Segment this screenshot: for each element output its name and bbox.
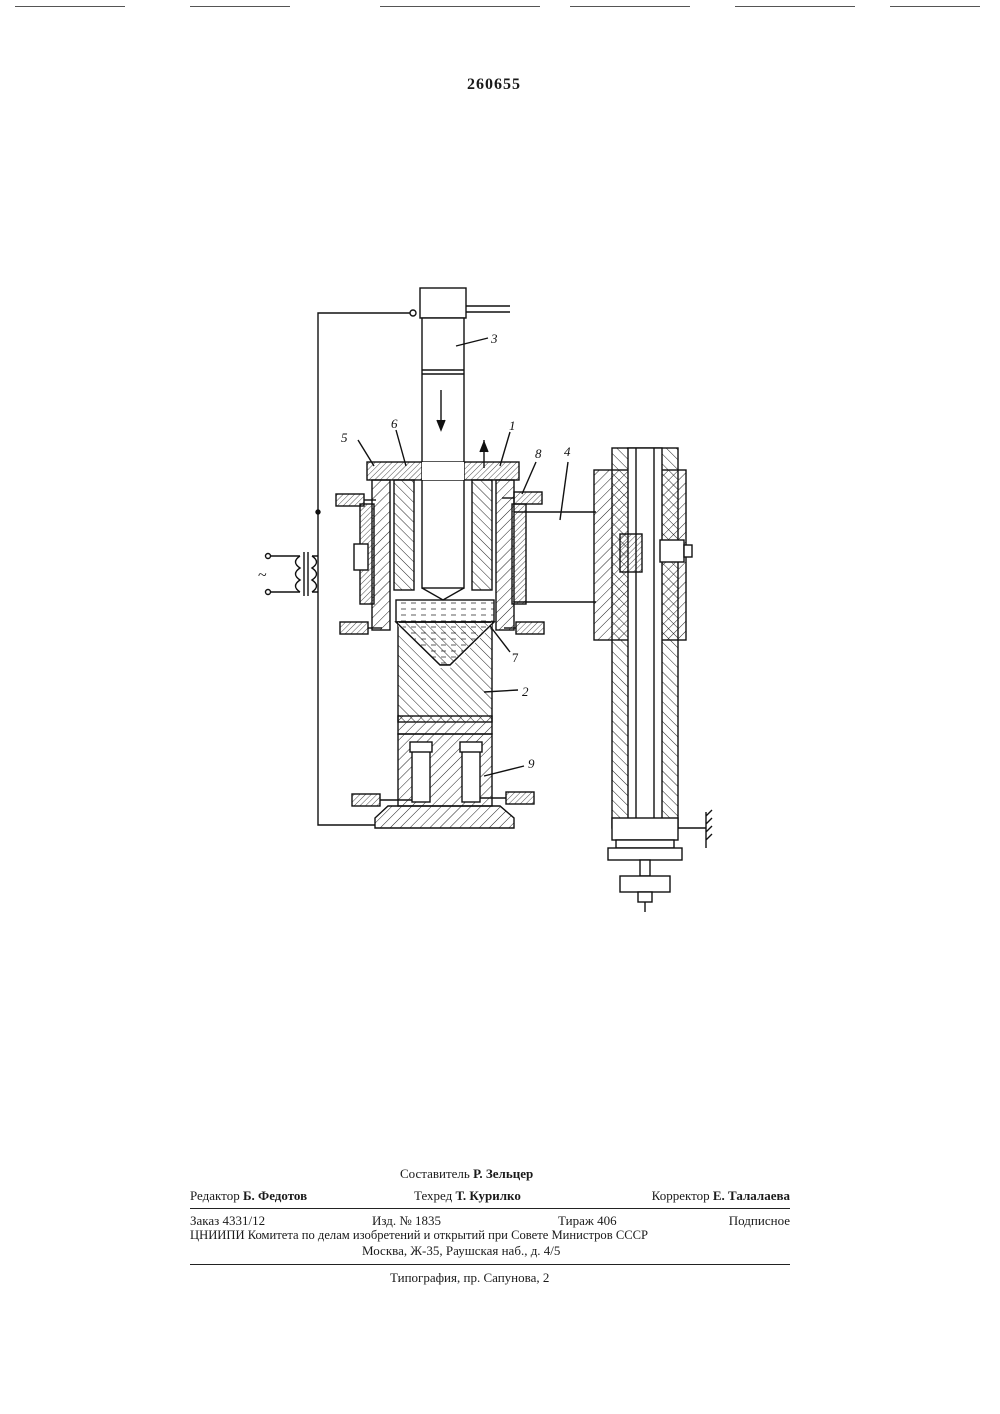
compiler-line: Составитель Р. Зельцер <box>190 1166 790 1182</box>
address: Москва, Ж-35, Раушская наб., д. 4/5 <box>362 1243 560 1259</box>
order-number: Заказ 4331/12 <box>190 1213 265 1229</box>
printer: Типография, пр. Сапунова, 2 <box>390 1270 549 1286</box>
colophon-rule <box>190 1264 790 1265</box>
order-line: Заказ 4331/12 Изд. № 1835 Тираж 406 Подп… <box>190 1213 790 1229</box>
callout-4: 4 <box>564 444 571 459</box>
transformer-primary-coil <box>296 556 301 592</box>
compiler-label: Составитель <box>400 1166 470 1181</box>
edition-number: Изд. № 1835 <box>372 1213 441 1229</box>
colophon-rule <box>190 1208 790 1209</box>
printer-block: Типография, пр. Сапунова, 2 <box>190 1270 790 1290</box>
editor-name: Б. Федотов <box>243 1188 307 1203</box>
compiler-name: Р. Зельцер <box>473 1166 533 1181</box>
circulation: Тираж 406 <box>558 1213 617 1229</box>
subscription: Подписное <box>729 1213 790 1229</box>
callout-5: 5 <box>341 430 348 445</box>
address-line: Москва, Ж-35, Раушская наб., д. 4/5 <box>190 1243 790 1259</box>
tech-editor-label: Техред <box>414 1188 452 1203</box>
mould-wall-right-inner <box>472 480 492 590</box>
org-line: ЦНИИПИ Комитета по делам изобретений и о… <box>190 1228 790 1244</box>
foundation <box>375 806 514 828</box>
supply-symbol: ~ <box>258 567 267 584</box>
mould-wall-left-outer <box>372 480 390 630</box>
drive-pulley <box>620 876 670 892</box>
callout-2: 2 <box>522 684 529 699</box>
technical-drawing: 3 1 6 5 8 4 7 2 9 ~ <box>0 0 1000 1000</box>
corrector-name: Е. Талалаева <box>713 1188 790 1203</box>
mould-wall-left-inner <box>394 480 414 590</box>
callout-8: 8 <box>535 446 542 461</box>
transformer-secondary-coil <box>312 556 317 592</box>
drive-pulley <box>608 848 682 860</box>
electrode-clamp <box>420 288 466 318</box>
corrector-label: Корректор <box>652 1188 710 1203</box>
callout-7: 7 <box>512 650 519 665</box>
callout-9: 9 <box>528 756 535 771</box>
tech-editor-name: Т. Курилко <box>456 1188 521 1203</box>
callout-1: 1 <box>509 418 516 433</box>
electrode-rod <box>422 318 464 588</box>
editor-label: Редактор <box>190 1188 240 1203</box>
callout-6: 6 <box>391 416 398 431</box>
side-bracket <box>354 544 368 570</box>
callout-3: 3 <box>490 331 498 346</box>
staff-line: Редактор Б. Федотов Техред Т. Курилко Ко… <box>190 1188 790 1204</box>
column-nut <box>620 534 642 572</box>
organization: ЦНИИПИ Комитета по делам изобретений и о… <box>190 1228 648 1243</box>
slag-pool <box>396 600 494 622</box>
printer-line: Типография, пр. Сапунова, 2 <box>190 1270 790 1286</box>
mould-wall-right-outer <box>496 480 514 630</box>
